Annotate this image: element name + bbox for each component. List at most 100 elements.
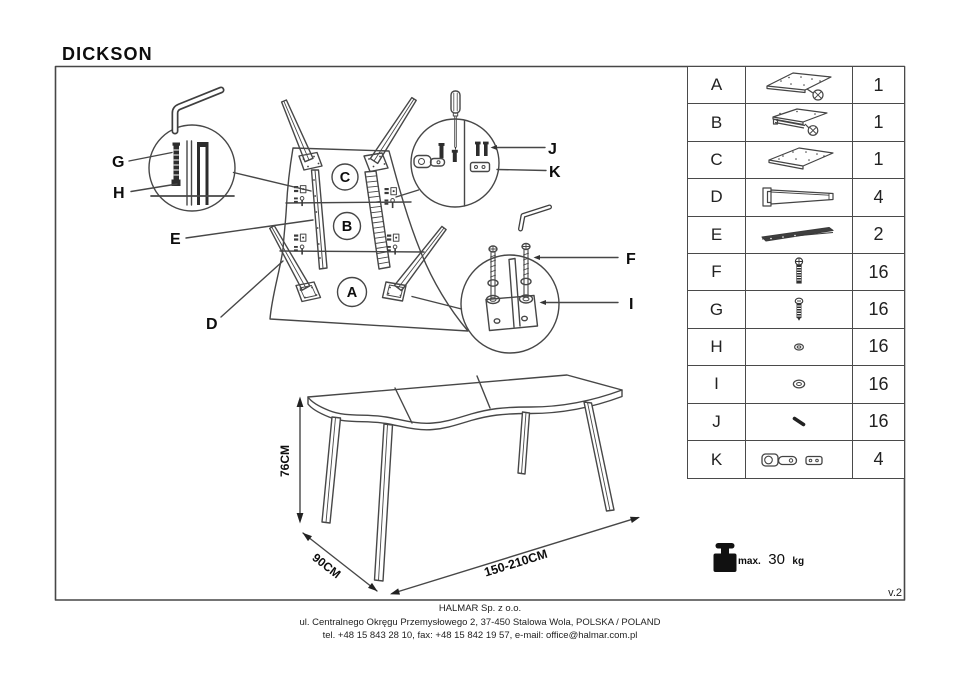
dimension-drawing: [307, 374, 623, 582]
weight-icon: [713, 543, 737, 572]
dowel-pin-icon: [792, 416, 806, 427]
tabletop-wavy-panel-icon: [766, 72, 832, 101]
section-label-a: A: [347, 285, 358, 301]
callout-line-h: [130, 183, 178, 193]
bolt-f-left: [485, 245, 501, 305]
mounting-rail-icon: [761, 226, 834, 242]
tabletop-underside-panel: [269, 147, 469, 332]
callout-line-k: [496, 168, 547, 172]
part-letter: A: [688, 67, 746, 105]
section-circle-c: [331, 163, 359, 191]
part-letter: C: [688, 141, 746, 180]
callout-label-d: D: [206, 316, 218, 333]
callout-label-h: H: [113, 185, 125, 202]
callout-line-d: [220, 260, 284, 318]
part-letter: F: [688, 253, 746, 292]
part-qty: 16: [853, 254, 904, 292]
part-icon-cell: [746, 253, 853, 292]
washer-small-icon: [793, 343, 804, 351]
callout-label-e: E: [170, 231, 181, 248]
allen-key-small: [518, 204, 552, 232]
part-icon-cell: [746, 366, 853, 404]
part-qty: 16: [853, 404, 904, 441]
footer-address: ul. Centralnego Okręgu Przemysłowego 2, …: [299, 616, 661, 628]
part-qty: 16: [853, 291, 904, 329]
rail-right: [364, 170, 391, 270]
weight-limit-unit: kg: [792, 556, 805, 567]
part-icon-cell: [746, 67, 853, 105]
callout-arrow-j: [490, 145, 497, 150]
part-qty: 4: [853, 179, 904, 217]
detail-link-line-2: [395, 189, 420, 198]
section-circle-b: [332, 211, 362, 241]
detail-circle-bracket: [410, 90, 500, 208]
part-letter: D: [688, 179, 746, 217]
dimension-arrows: [296, 396, 640, 595]
section-label-b: B: [342, 219, 352, 235]
section-label-c: C: [340, 170, 351, 186]
dim-label-length: 150-210CM: [483, 547, 550, 580]
part-letter: I: [688, 366, 746, 404]
callout-arrow-f: [533, 255, 540, 260]
allen-key-large: [171, 86, 225, 135]
dim-label-depth: 90CM: [310, 550, 344, 581]
callout-label-i: I: [629, 296, 633, 313]
detail-link-line-3: [411, 295, 463, 310]
part-icon-cell: [746, 440, 853, 479]
part-qty: 2: [853, 217, 904, 254]
callout-label-f: F: [626, 251, 636, 268]
screw-icon: [794, 297, 804, 321]
footer: HALMAR Sp. z o.o. ul. Centralnego Okręgu…: [0, 602, 960, 643]
dim-label-height: 76CM: [278, 445, 292, 477]
weight-limit-value: 30: [768, 551, 785, 568]
weight-limit-text: max. 30 kg: [738, 551, 804, 569]
part-qty: 1: [853, 67, 904, 105]
part-icon-cell: [746, 141, 853, 180]
version-label: v.2: [888, 587, 902, 599]
leg-top-right: [363, 96, 417, 173]
part-letter: B: [688, 104, 746, 142]
callout-label-g: G: [112, 154, 124, 171]
part-letter: K: [688, 440, 746, 479]
weight-limit-prefix: max.: [738, 556, 761, 567]
part-icon-cell: [746, 328, 853, 367]
part-letter: E: [688, 216, 746, 254]
callout-arrow-i: [539, 300, 546, 305]
part-qty: 1: [853, 142, 904, 180]
leg-top-left: [280, 99, 323, 171]
part-letter: J: [688, 403, 746, 441]
callout-label-k: K: [549, 164, 561, 181]
bracket-set-icon: [761, 452, 823, 467]
section-circle-a: [336, 276, 368, 308]
part-icon-cell: [746, 216, 853, 254]
leg-bottom-right: [381, 225, 447, 302]
part-letter: H: [688, 328, 746, 367]
table-leg-icon: [762, 187, 834, 207]
part-icon-cell: [746, 104, 853, 142]
detail-circle-leg-mount: [148, 124, 236, 212]
flat-panel-icon: [768, 147, 834, 170]
detail-link-line-1: [232, 171, 312, 192]
bolt-icon: [794, 257, 804, 284]
callout-line-e: [185, 219, 314, 239]
washer-large-icon: [792, 379, 806, 389]
footer-contact: tel. +48 15 843 28 10, fax: +48 15 842 1…: [322, 630, 638, 641]
part-qty: 16: [853, 366, 904, 404]
extension-panel-icon: [772, 107, 828, 136]
part-qty: 16: [853, 329, 904, 367]
parts-table: A 1 B: [687, 66, 905, 480]
footer-company: HALMAR Sp. z o.o.: [438, 603, 522, 614]
rail-left: [310, 169, 328, 270]
part-icon-cell: [746, 403, 853, 441]
part-qty: 4: [873, 449, 884, 470]
part-icon-cell: [746, 291, 853, 329]
bolt-f-right: [518, 242, 534, 304]
part-qty: 1: [853, 104, 904, 142]
detail-circle-leg-bolts: [460, 242, 560, 354]
callout-line-g: [128, 151, 173, 162]
leg-bottom-left: [269, 225, 322, 303]
part-icon-cell: [746, 179, 853, 217]
part-letter: G: [688, 291, 746, 329]
